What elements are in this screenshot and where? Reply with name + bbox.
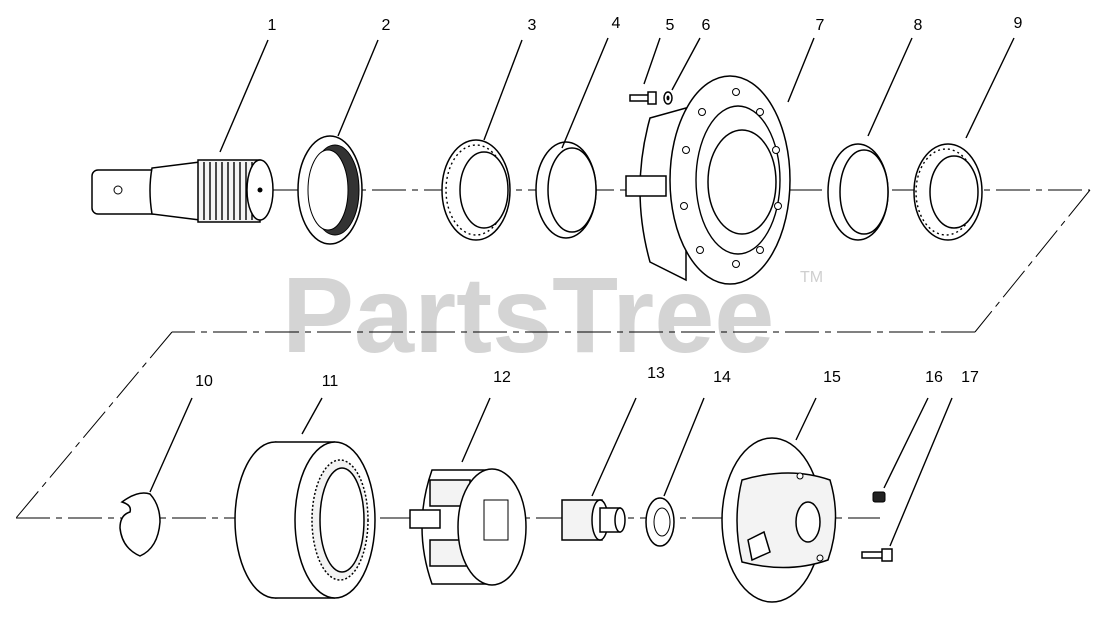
part-1-spline-shaft — [91, 159, 274, 223]
callout-9: 9 — [1014, 15, 1023, 32]
callout-16: 16 — [925, 369, 943, 386]
part-12-planet-carrier — [409, 468, 527, 586]
callout-5: 5 — [666, 17, 675, 34]
part-13-sun-gear — [561, 499, 626, 541]
callout-7: 7 — [816, 17, 825, 34]
part-17-bolt — [861, 548, 893, 562]
part-9-roller-bearing — [913, 143, 983, 241]
part-3-roller-bearing — [441, 139, 511, 241]
callout-15: 15 — [823, 369, 841, 386]
callout-labels: 1 2 3 4 5 6 7 8 9 10 11 12 13 14 15 16 1… — [195, 15, 1022, 390]
part-7-hub — [625, 75, 791, 285]
part-4-bearing-race — [535, 141, 597, 239]
part-8-bearing-race — [827, 143, 889, 241]
part-2-bearing-cup — [297, 135, 363, 245]
callout-12: 12 — [493, 369, 511, 386]
watermark-text: PartsTree — [282, 254, 774, 375]
callout-1: 1 — [268, 17, 277, 34]
part-11-ring-gear — [234, 441, 376, 599]
part-5-bolt — [629, 91, 657, 105]
part-6-washer — [663, 91, 673, 105]
watermark-trademark: TM — [800, 269, 823, 286]
part-14-thrust-washer — [645, 497, 675, 547]
part-16-plug — [872, 491, 886, 503]
callout-4: 4 — [612, 15, 621, 32]
callout-13: 13 — [647, 365, 665, 382]
callout-10: 10 — [195, 373, 213, 390]
callout-2: 2 — [382, 17, 391, 34]
callout-17: 17 — [961, 369, 979, 386]
callout-14: 14 — [713, 369, 731, 386]
callout-11: 11 — [322, 373, 339, 390]
part-10-snap-ring — [119, 492, 161, 557]
callout-8: 8 — [914, 17, 923, 34]
callout-3: 3 — [528, 17, 537, 34]
part-15-cover — [721, 437, 837, 603]
leader-lines — [149, 37, 1015, 547]
callout-6: 6 — [702, 17, 711, 34]
